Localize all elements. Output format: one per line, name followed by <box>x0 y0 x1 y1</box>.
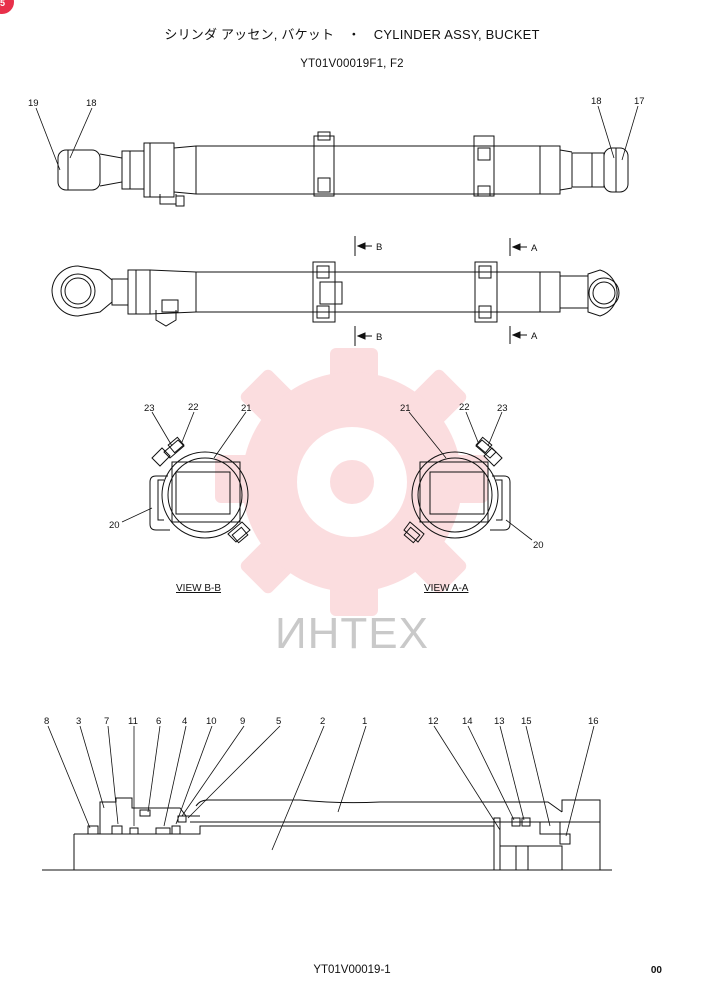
view-aa-title: VIEW A-A <box>424 583 469 594</box>
view-aa-drawing <box>403 436 511 544</box>
cs-label-7: 7 <box>104 716 109 727</box>
cs-label-3: 3 <box>76 716 81 727</box>
bb-label-22: 22 <box>188 402 199 413</box>
cs-label-16: 16 <box>588 716 599 727</box>
view-bb-drawing <box>149 436 251 544</box>
label-19: 19 <box>28 98 39 109</box>
view-aa-leaders <box>408 411 533 541</box>
cs-label-10: 10 <box>206 716 217 727</box>
label-18-left: 18 <box>86 98 97 109</box>
bb-label-23: 23 <box>144 403 155 414</box>
cs-label-14: 14 <box>462 716 473 727</box>
cs-label-8: 8 <box>44 716 49 727</box>
section-cut-marks <box>354 236 527 346</box>
cs-label-2: 2 <box>320 716 325 727</box>
cylinder-side-view <box>51 261 620 327</box>
cs-label-5: 5 <box>276 716 281 727</box>
revision-number: 00 <box>650 965 662 976</box>
aa-label-23: 23 <box>497 403 508 414</box>
cs-label-15: 15 <box>521 716 532 727</box>
aa-label-21: 21 <box>400 403 411 414</box>
watermark-gear-logo <box>215 348 488 616</box>
cs-label-4: 4 <box>182 716 187 727</box>
cs-label-9: 9 <box>240 716 245 727</box>
top-view-leaders <box>35 105 639 171</box>
watermark-text: ИНТЕХ <box>275 609 429 658</box>
page-code: YT01V00019-1 <box>313 964 391 976</box>
label-17: 17 <box>634 96 645 107</box>
aa-label-22: 22 <box>459 402 470 413</box>
section-b-bottom: B <box>376 332 382 343</box>
section-b-top: B <box>376 242 382 253</box>
section-a-bottom: A <box>531 331 538 342</box>
cs-label-6: 6 <box>156 716 161 727</box>
view-bb-title: VIEW B-B <box>176 583 221 594</box>
cylinder-top-view <box>57 131 629 207</box>
view-bb-leaders <box>121 411 247 523</box>
aa-label-20: 20 <box>533 540 544 551</box>
bb-label-21: 21 <box>241 403 252 414</box>
cs-label-11: 11 <box>128 716 138 727</box>
cross-section-leaders <box>47 725 595 851</box>
cross-section-drawing <box>42 797 612 871</box>
cs-label-13: 13 <box>494 716 505 727</box>
section-a-top: A <box>531 243 538 254</box>
bb-label-20: 20 <box>109 520 120 531</box>
model-code: YT01V00019F1, F2 <box>300 58 404 70</box>
cs-label-1: 1 <box>362 716 367 727</box>
cs-label-12: 12 <box>428 716 439 727</box>
label-18-right: 18 <box>591 96 602 107</box>
page-title: シリンダ アッセン, バケット ・ CYLINDER ASSY, BUCKET <box>164 27 540 42</box>
